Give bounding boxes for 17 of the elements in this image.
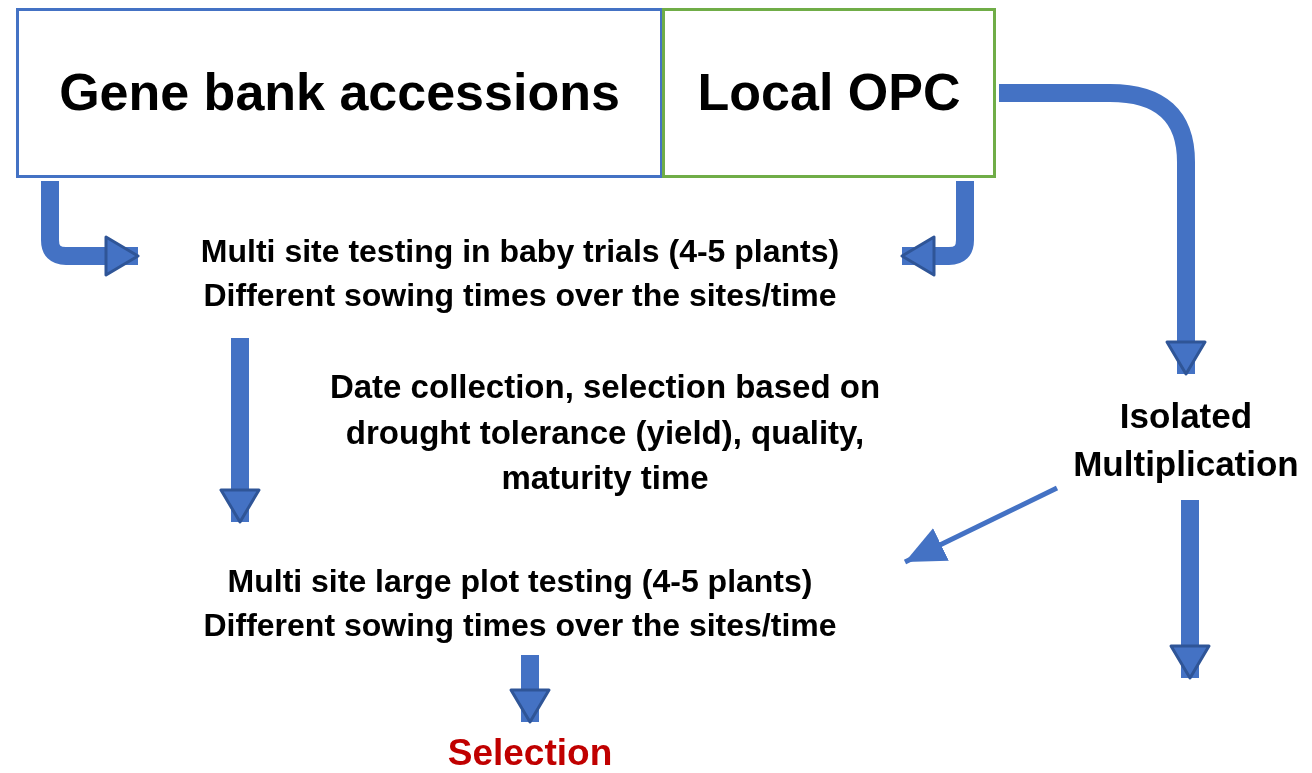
step-text: Different sowing times over the sites/time bbox=[203, 276, 837, 315]
result-text: Selection bbox=[447, 731, 613, 773]
source-box bbox=[662, 8, 996, 178]
box-title: Local OPC bbox=[697, 62, 961, 124]
step-text: Multi site testing in baby trials (4-5 plants) bbox=[200, 231, 840, 271]
arrow bbox=[509, 655, 551, 724]
arrow bbox=[1169, 500, 1211, 680]
step-text: Different sowing times over the sites/time bbox=[203, 606, 837, 645]
step-text: Isolated Multiplication bbox=[1072, 394, 1300, 485]
arrow bbox=[41, 181, 140, 277]
arrow bbox=[900, 181, 974, 277]
source-box bbox=[16, 8, 663, 178]
arrow bbox=[903, 485, 1059, 565]
box-title: Gene bank accessions bbox=[59, 62, 620, 124]
arrow bbox=[999, 84, 1207, 376]
step-text: Multi site large plot testing (4-5 plants) bbox=[227, 561, 813, 601]
arrow bbox=[219, 338, 261, 524]
